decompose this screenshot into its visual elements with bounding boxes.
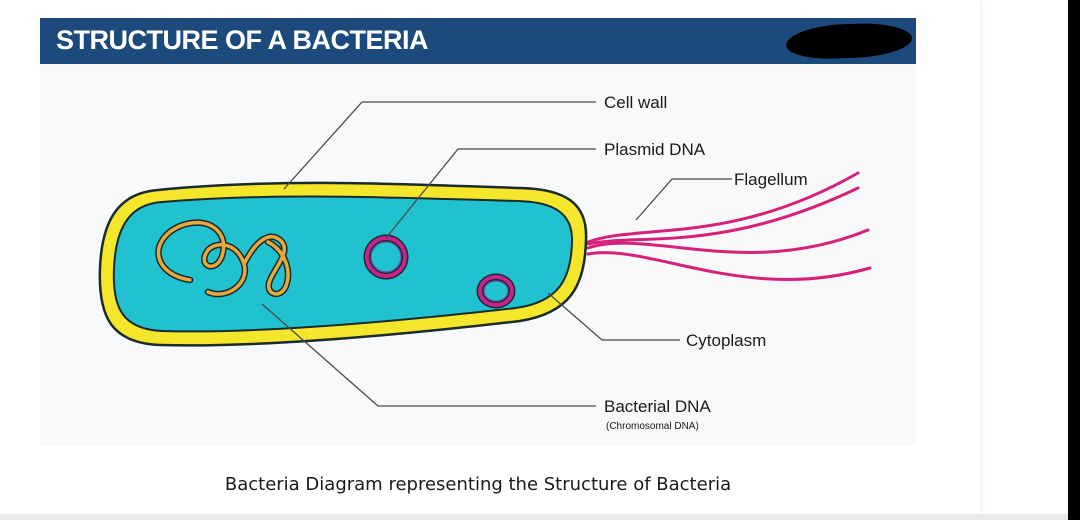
figure-title: STRUCTURE OF A BACTERIA xyxy=(56,25,428,55)
bottom-rule xyxy=(0,514,1068,520)
leader-flagellum xyxy=(635,178,732,221)
label-bacterial-dna: Bacterial DNA xyxy=(604,397,711,416)
label-plasmid-dna: Plasmid DNA xyxy=(604,140,706,159)
flagellum-strand-3 xyxy=(586,251,872,281)
bacterial-dna xyxy=(155,219,292,298)
label-cytoplasm: Cytoplasm xyxy=(686,331,766,350)
flagellum-strand-1 xyxy=(586,171,860,244)
cytoplasm xyxy=(112,195,574,333)
label-chromosomal-dna: (Chromosomal DNA) xyxy=(606,421,699,432)
flagellum-strand-4 xyxy=(586,186,860,246)
leader-plasmid-dna xyxy=(385,148,596,239)
bacteria-diagram: Cell wall Plasmid DNA Flagellum Cytoplas… xyxy=(98,93,872,432)
content-card: STRUCTURE OF A BACTERIA xyxy=(40,18,916,495)
figure-caption: Bacteria Diagram representing the Struct… xyxy=(224,474,732,495)
label-flagellum: Flagellum xyxy=(734,170,808,189)
bacteria-figure: STRUCTURE OF A BACTERIA xyxy=(40,18,916,446)
label-cell-wall: Cell wall xyxy=(604,93,667,112)
flagella xyxy=(586,171,872,281)
leader-cytoplasm xyxy=(547,292,680,341)
flagellum-strand-2 xyxy=(586,228,870,254)
figure-banner: STRUCTURE OF A BACTERIA xyxy=(40,18,916,64)
edge-bar xyxy=(1068,0,1080,520)
leader-cell-wall xyxy=(283,101,596,190)
plasmid-2 xyxy=(476,273,516,309)
leader-lines xyxy=(261,101,732,407)
leader-bacterial-dna xyxy=(261,303,596,407)
